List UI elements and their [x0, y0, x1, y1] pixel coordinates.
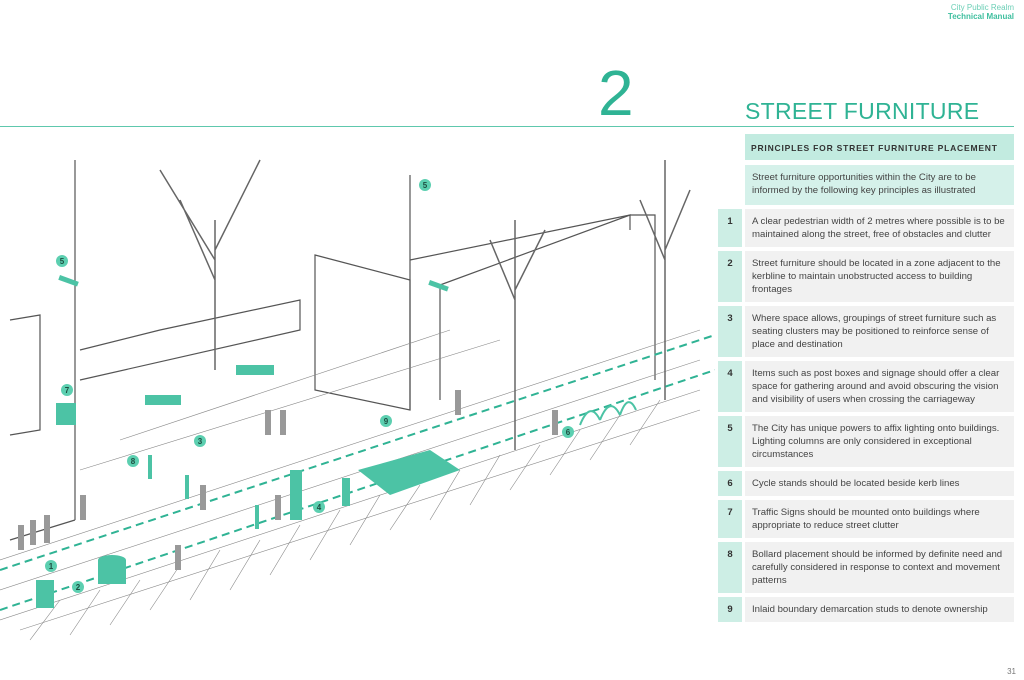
principle-text: Street furniture should be located in a … — [745, 251, 1014, 302]
principle-text: Where space allows, groupings of street … — [745, 306, 1014, 357]
svg-text:8: 8 — [131, 457, 136, 466]
svg-text:1: 1 — [49, 562, 54, 571]
svg-text:5: 5 — [423, 181, 428, 190]
principle-text: Traffic Signs should be mounted onto bui… — [745, 500, 1014, 538]
table-heading: PRINCIPLES FOR STREET FURNITURE PLACEMEN… — [745, 134, 1014, 160]
running-header: City Public Realm Technical Manual — [948, 3, 1014, 21]
trees — [159, 159, 691, 450]
svg-text:5: 5 — [60, 257, 65, 266]
marker-6: 6 — [562, 426, 574, 438]
runner-line-2: Technical Manual — [947, 12, 1014, 21]
people — [18, 390, 558, 570]
table-intro: Street furniture opportunities within th… — [745, 165, 1014, 205]
svg-text:7: 7 — [65, 386, 70, 395]
principle-text: A clear pedestrian width of 2 metres whe… — [745, 209, 1014, 247]
svg-text:9: 9 — [384, 417, 389, 426]
principles-table: PRINCIPLES FOR STREET FURNITURE PLACEMEN… — [718, 134, 1014, 622]
principle-number: 5 — [718, 416, 742, 467]
marker-7: 7 — [61, 384, 73, 396]
svg-text:4: 4 — [317, 503, 322, 512]
clear-width-lines — [0, 334, 715, 611]
principle-number: 7 — [718, 500, 742, 538]
marker-4: 4 — [313, 501, 325, 513]
street-illustration: 5 5 7 3 8 9 6 4 1 2 — [0, 159, 715, 641]
chapter-title: STREET FURNITURE — [745, 98, 980, 124]
marker-1: 1 — [45, 560, 57, 572]
principle-text: Items such as post boxes and signage sho… — [745, 361, 1014, 412]
principle-text: Cycle stands should be located beside ke… — [745, 471, 1014, 496]
divider — [0, 126, 1014, 127]
chapter-number: 2 — [598, 57, 634, 129]
marker-5a: 5 — [56, 255, 68, 267]
furniture — [36, 275, 460, 608]
principle-text: Bollard placement should be informed by … — [745, 542, 1014, 593]
svg-text:3: 3 — [198, 437, 203, 446]
principle-number: 4 — [718, 361, 742, 412]
callout-markers: 5 5 7 3 8 9 6 4 1 2 — [45, 179, 574, 593]
principle-number: 8 — [718, 542, 742, 593]
principle-number: 2 — [718, 251, 742, 302]
runner-line-1: City Public Realm — [950, 3, 1014, 12]
principle-number: 3 — [718, 306, 742, 357]
principle-text: The City has unique powers to affix ligh… — [745, 416, 1014, 467]
marker-9: 9 — [380, 415, 392, 427]
marker-8: 8 — [127, 455, 139, 467]
svg-text:6: 6 — [566, 428, 571, 437]
principle-text: Inlaid boundary demarcation studs to den… — [745, 597, 1014, 622]
page-number: 31 — [1007, 667, 1016, 676]
marker-2: 2 — [72, 581, 84, 593]
marker-3: 3 — [194, 435, 206, 447]
principle-number: 6 — [718, 471, 742, 496]
principle-number: 1 — [718, 209, 742, 247]
marker-5b: 5 — [419, 179, 431, 191]
principle-number: 9 — [718, 597, 742, 622]
cycle-stands — [579, 401, 637, 426]
svg-text:2: 2 — [76, 583, 81, 592]
